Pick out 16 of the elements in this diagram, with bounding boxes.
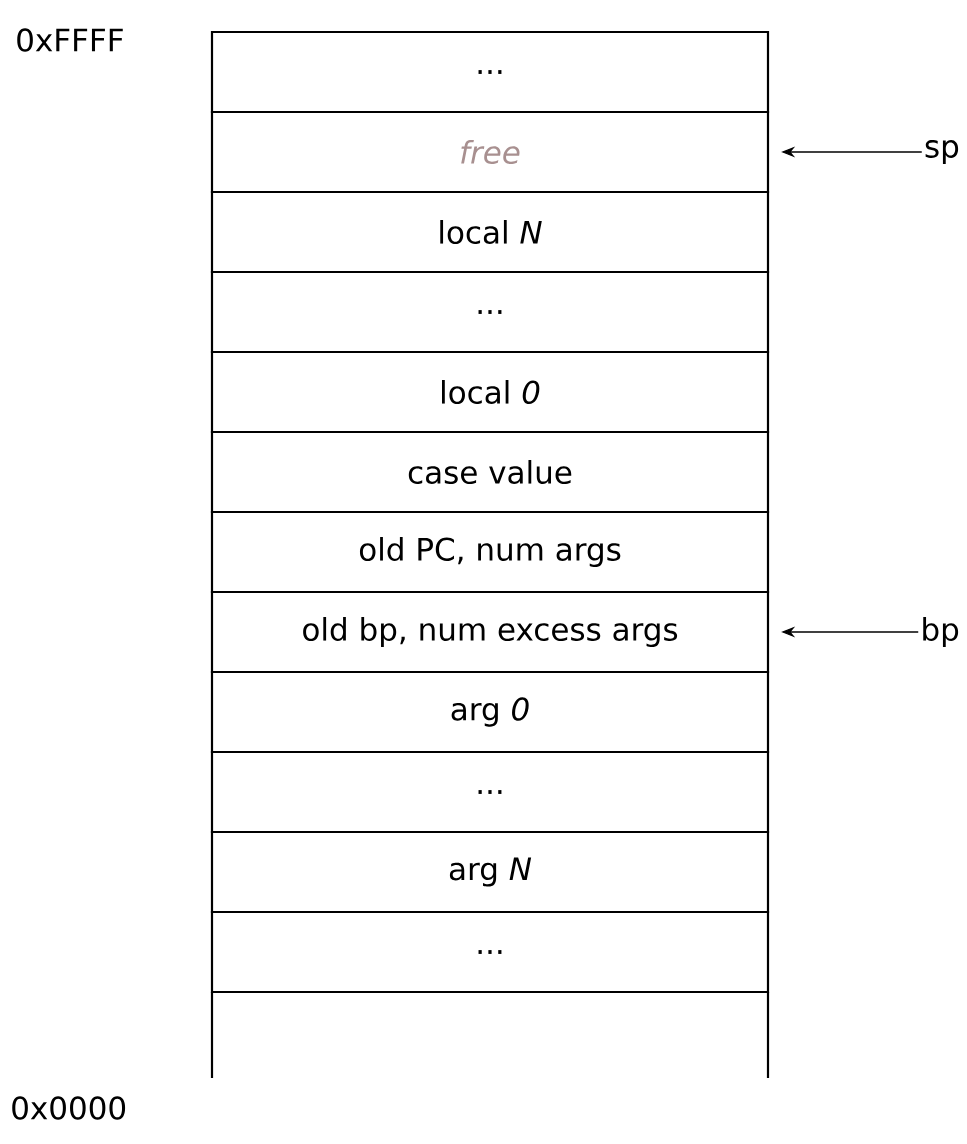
stack-cell: local N <box>210 190 770 274</box>
address-label: 0xFFFF <box>17 28 123 52</box>
pointer-label: sp <box>925 140 959 164</box>
stack-cell: ... <box>210 270 770 354</box>
pointer-label: bp <box>923 617 959 647</box>
stack-cell: case value <box>210 430 770 514</box>
stack-cell: ... <box>210 910 770 994</box>
stack-cell: old bp, num excess args <box>210 590 770 674</box>
stack-cell: old PC, num args <box>210 510 770 594</box>
stack-cell: ... <box>210 750 770 834</box>
stack-cell: local 0 <box>210 350 770 434</box>
stack-cell: free <box>210 110 770 194</box>
stack-cell: arg N <box>210 830 770 914</box>
address-label: 0x0000 <box>12 1096 126 1120</box>
stack-cell: arg 0 <box>210 670 770 754</box>
stack-cell: ... <box>210 30 770 114</box>
